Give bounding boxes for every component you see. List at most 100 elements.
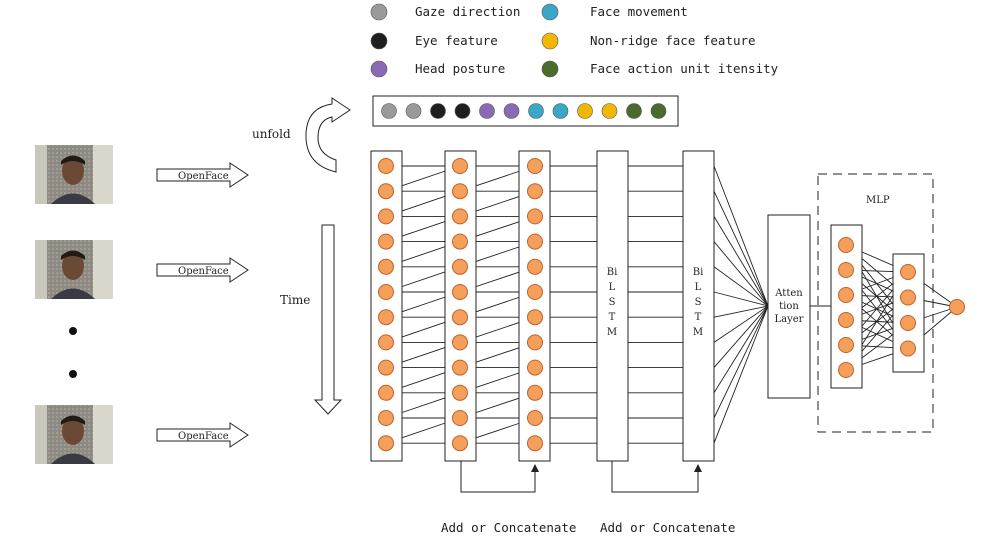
network-node bbox=[378, 334, 394, 351]
network-node bbox=[900, 340, 916, 357]
network-node bbox=[838, 337, 854, 353]
connection-line bbox=[713, 305, 769, 394]
network-node bbox=[378, 384, 394, 401]
legend-label: Head posture bbox=[415, 61, 505, 76]
connection-line bbox=[713, 191, 769, 307]
connection-line bbox=[713, 165, 769, 307]
legend-label: Eye feature bbox=[415, 33, 498, 48]
connection-line bbox=[713, 291, 769, 307]
feature-dot bbox=[479, 103, 495, 119]
network-node bbox=[527, 384, 543, 401]
bilstm-letter: S bbox=[609, 297, 616, 308]
network-node bbox=[527, 284, 543, 300]
network-node bbox=[378, 435, 394, 452]
add-concat-label-1: Add or Concatenate bbox=[441, 520, 576, 535]
connection-line bbox=[713, 305, 769, 444]
network-node bbox=[378, 410, 394, 426]
network-node bbox=[838, 312, 854, 328]
network-node bbox=[900, 315, 916, 331]
nodes bbox=[378, 158, 965, 452]
legend-label: Face action unit itensity bbox=[590, 61, 779, 76]
bilstm-letter: L bbox=[609, 282, 616, 293]
network-node bbox=[838, 262, 854, 278]
feature-dot bbox=[528, 103, 544, 119]
input-column-box bbox=[370, 150, 403, 462]
connection-line bbox=[713, 305, 769, 419]
add-concat-label-2: Add or Concatenate bbox=[600, 520, 735, 535]
openface-label: OpenFace bbox=[178, 171, 229, 182]
network-node bbox=[527, 359, 543, 376]
network-node bbox=[378, 233, 394, 250]
connection-line bbox=[713, 266, 769, 307]
face-frame bbox=[35, 405, 113, 464]
legend-swatch bbox=[541, 32, 559, 50]
feature-dot bbox=[577, 103, 593, 119]
network-node bbox=[527, 309, 543, 326]
face-frame bbox=[35, 240, 113, 299]
connection-line bbox=[713, 241, 769, 307]
mlp-layer1-box bbox=[830, 224, 863, 389]
network-node bbox=[378, 359, 394, 376]
legend-swatch bbox=[370, 32, 388, 50]
network-node bbox=[378, 284, 394, 300]
feature-dot bbox=[650, 103, 667, 119]
bilstm-letter: Bi bbox=[607, 267, 618, 278]
openface-arrow: OpenFace bbox=[156, 162, 249, 188]
feature-strip bbox=[381, 103, 667, 119]
unfold-label: unfold bbox=[252, 127, 291, 141]
legend-label: Non-ridge face feature bbox=[590, 33, 756, 48]
network-node bbox=[452, 334, 468, 351]
network-node bbox=[838, 287, 854, 303]
network-node bbox=[378, 309, 394, 326]
bilstm-letter: Bi bbox=[693, 267, 704, 278]
network-node bbox=[452, 158, 468, 174]
network-node bbox=[378, 183, 394, 200]
mlp-label: MLP bbox=[866, 195, 890, 206]
bilstm-letter: Atten bbox=[774, 288, 803, 299]
connection-line bbox=[713, 305, 769, 343]
feature-dot bbox=[552, 103, 569, 119]
network-node bbox=[527, 410, 543, 426]
feature-dot bbox=[381, 103, 397, 119]
network-node bbox=[378, 258, 394, 275]
openface-label: OpenFace bbox=[178, 266, 229, 277]
network-node bbox=[452, 233, 468, 250]
bilstm-letter: tion bbox=[779, 301, 799, 312]
network-node bbox=[900, 264, 916, 280]
bilstm-box-1 bbox=[596, 150, 629, 462]
feedback-arrow-2 bbox=[611, 461, 702, 493]
feature-dot bbox=[503, 103, 520, 119]
connection-line bbox=[713, 216, 769, 307]
network-node bbox=[527, 233, 543, 250]
legend-swatch bbox=[541, 3, 559, 21]
feature-dot bbox=[601, 103, 618, 119]
bilstm-letter: M bbox=[693, 327, 703, 338]
network-node bbox=[452, 208, 468, 225]
bilstm-letter: T bbox=[609, 312, 616, 323]
unfold-arrow-icon bbox=[305, 97, 351, 173]
feature-dot bbox=[430, 103, 446, 119]
network-node bbox=[838, 237, 854, 253]
network-node bbox=[452, 284, 468, 300]
hidden-column-box bbox=[444, 150, 477, 462]
network-node bbox=[527, 183, 543, 200]
network-node bbox=[527, 435, 543, 452]
face-frame bbox=[35, 145, 113, 204]
network-node bbox=[527, 258, 543, 275]
legend-swatch bbox=[370, 3, 388, 21]
network-node bbox=[378, 158, 394, 174]
feature-dot bbox=[454, 103, 471, 119]
bilstm-letter: L bbox=[695, 282, 702, 293]
bilstm-letter: Layer bbox=[775, 314, 804, 325]
network-node bbox=[452, 435, 468, 452]
ellipsis-dot bbox=[69, 327, 77, 335]
bilstm-letter: S bbox=[695, 297, 702, 308]
network-node bbox=[452, 384, 468, 401]
legend-swatch bbox=[370, 60, 388, 78]
openface-arrow: OpenFace bbox=[156, 422, 249, 448]
